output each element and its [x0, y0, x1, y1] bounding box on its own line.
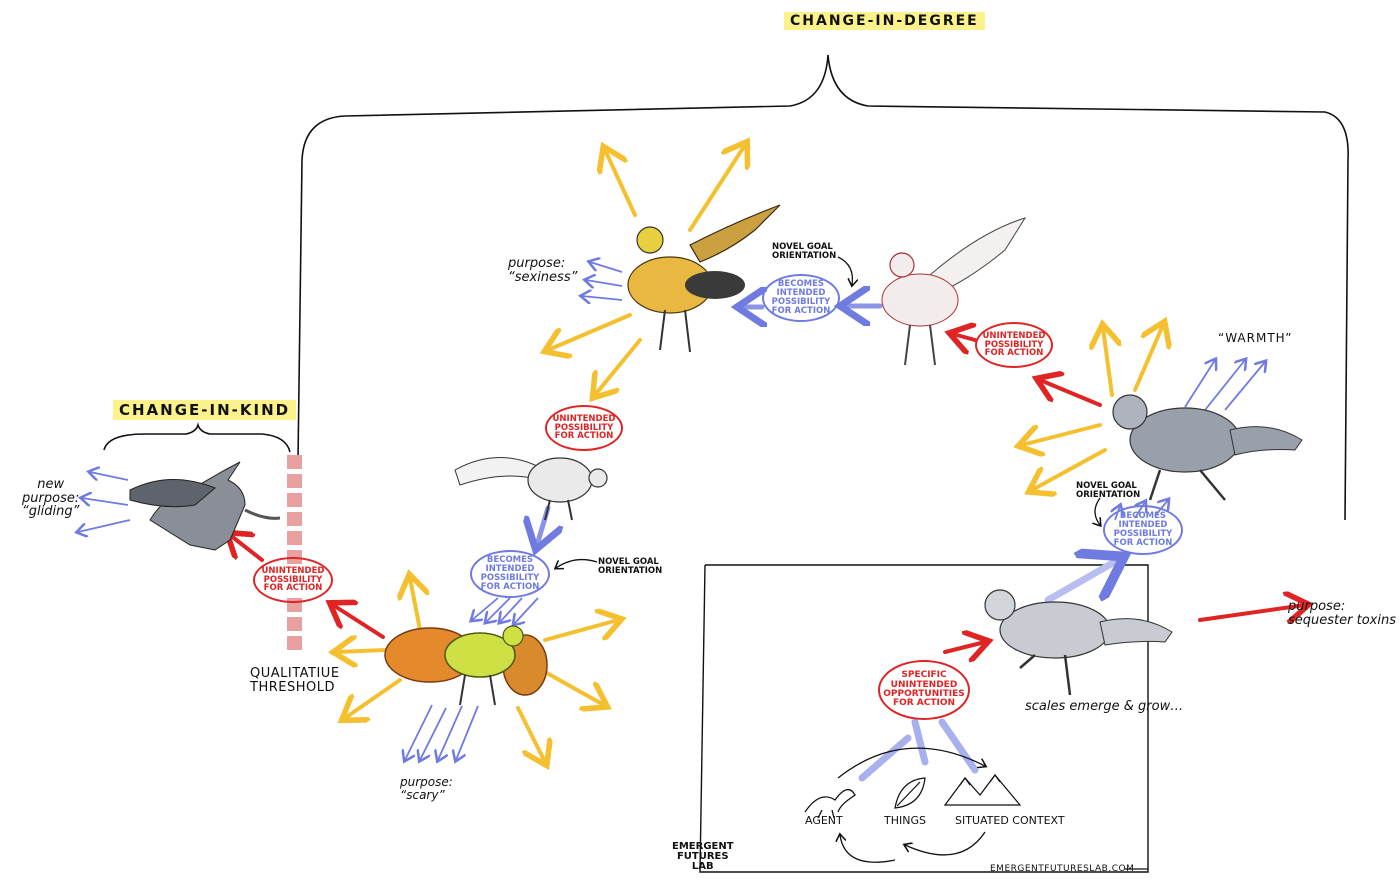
purpose-scary-label: purpose: “scary” [400, 775, 453, 802]
novel-goal-orientation-top: NOVEL GOAL ORIENTATION [772, 242, 837, 261]
cycle-arrows [838, 747, 985, 863]
purpose-sequester-label: purpose: sequester toxins [1288, 599, 1396, 628]
change-in-kind-label: CHANGE-IN-KIND [113, 400, 297, 420]
unintended-possibility-bubble-mid: UNINTENDED POSSIBILITY FOR ACTION [545, 405, 623, 451]
threshold-bar [287, 455, 302, 650]
change-in-degree-bracket [297, 54, 1349, 521]
change-in-kind-text: CHANGE-IN-KIND [113, 400, 297, 420]
specific-unintended-bubble: SPECIFIC UNINTENDED OPPORTUNITIES FOR AC… [878, 660, 970, 720]
yellow-arrows-right [1022, 325, 1163, 490]
blue-faded-arrow-2 [911, 718, 929, 766]
scales-emerge-label: scales emerge & grow… [1025, 699, 1184, 714]
gliding-creature-illustration [129, 461, 281, 551]
context-box [699, 564, 1149, 873]
sexiness-creature-illustration [627, 204, 781, 353]
becomes-intended-bubble-right: BECOMES INTENDED POSSIBILITY FOR ACTION [1103, 505, 1183, 555]
unintended-possibility-bubble-left: UNINTENDED POSSIBILITY FOR ACTION [253, 557, 333, 603]
change-in-degree-label: CHANGE-IN-DEGREE [784, 12, 985, 30]
blue-faded-arrow-4 [858, 734, 912, 782]
leaf-icon [894, 777, 926, 809]
yellow-arrows-top [548, 145, 745, 395]
qualitative-threshold-label: QUALITATIUE THRESHOLD [250, 666, 340, 695]
yellow-arrows-bottom [337, 578, 618, 762]
white-feathered-creature-illustration [454, 457, 608, 521]
mountain-icon [943, 773, 1022, 806]
blue-faded-arrow [1044, 560, 1118, 604]
purpose-sexiness-label: purpose: “sexiness” [508, 256, 578, 285]
scaled-raptor-illustration [984, 589, 1173, 696]
black-annotation-arrows [556, 256, 1100, 568]
brand-logo: EMERGENT FUTURES LAB [672, 841, 734, 872]
website-url: EMERGENTFUTURESLAB.COM [990, 864, 1135, 874]
novel-goal-orientation-right: NOVEL GOAL ORIENTATION [1076, 481, 1141, 500]
scary-creature-illustration [384, 625, 548, 706]
situated-context-label: SITUATED CONTEXT [955, 814, 1065, 827]
white-raptor-illustration [881, 217, 1027, 366]
change-in-kind-bracket [103, 422, 291, 453]
agent-label: AGENT [805, 814, 843, 827]
blue-faded-arrow-3 [938, 718, 979, 774]
red-arrows [230, 334, 1305, 652]
new-purpose-gliding-label: new purpose: “gliding” [22, 477, 80, 520]
novel-goal-orientation-mid: NOVEL GOAL ORIENTATION [598, 557, 663, 576]
change-in-degree-text: CHANGE-IN-DEGREE [784, 12, 985, 30]
warmth-raptor-illustration [1112, 394, 1303, 501]
agent-icon [804, 788, 856, 819]
unintended-possibility-bubble-top-right: UNINTENDED POSSIBILITY FOR ACTION [975, 322, 1053, 368]
becomes-intended-bubble-top: BECOMES INTENDED POSSIBILITY FOR ACTION [762, 274, 840, 322]
things-label: THINGS [884, 814, 926, 827]
becomes-intended-bubble-mid: BECOMES INTENDED POSSIBILITY FOR ACTION [470, 550, 550, 598]
warmth-label: “WARMTH” [1218, 331, 1293, 345]
